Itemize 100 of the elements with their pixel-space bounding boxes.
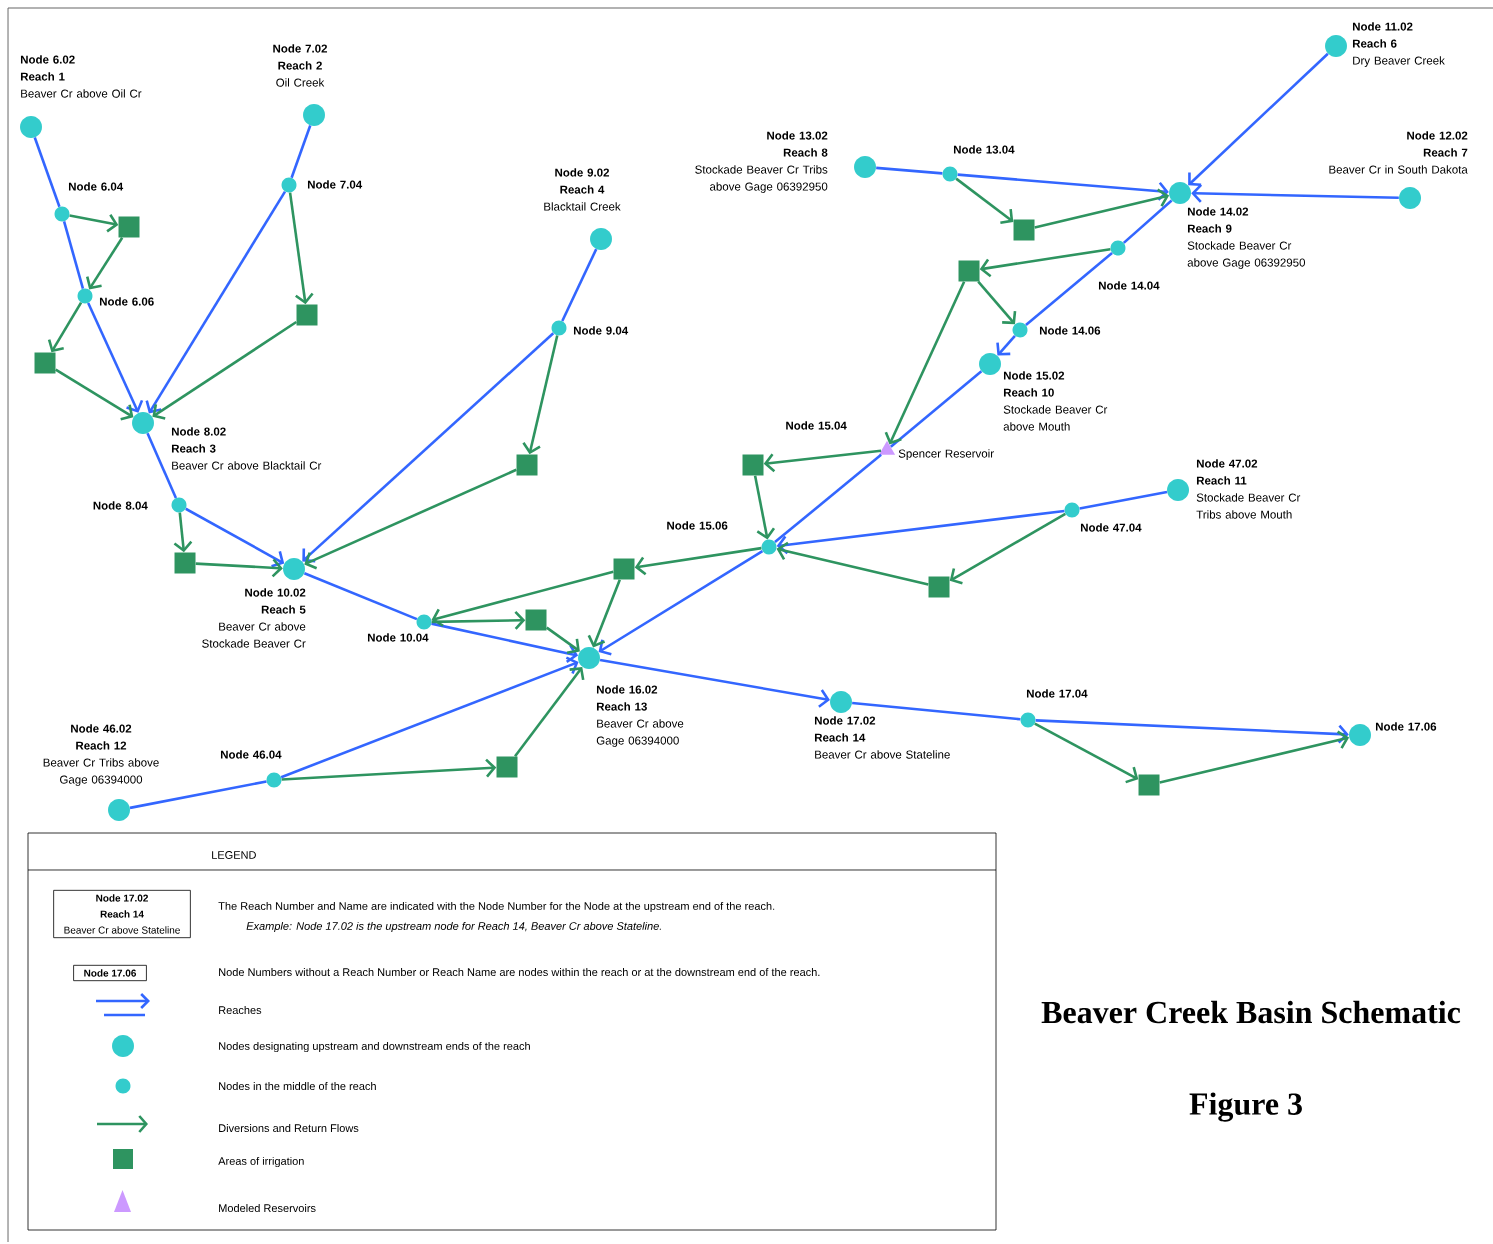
node-label: Reach 14 [815, 733, 866, 742]
diversion-arrow [431, 570, 614, 627]
diversion-arrow [431, 610, 526, 630]
legend-text: Diversions and Return Flows [219, 1123, 359, 1133]
node-label: Node 14.06 [1040, 326, 1101, 335]
node-label: Beaver Cr in South Dakota [1329, 165, 1468, 174]
node-label: Stockade Beaver Cr above Gage 06392950 [1187, 241, 1306, 269]
node-label: Node 13.02 [767, 131, 828, 140]
node-label: Beaver Cr Tribs above Gage 06394000 [43, 758, 159, 786]
diversion-arrow [545, 626, 580, 654]
reach-arrow [185, 507, 285, 568]
node-label: Oil Creek [276, 78, 325, 87]
figure-caption: Figure 3 [1189, 1092, 1302, 1122]
reach-arrow [280, 656, 579, 779]
diversion-arrow [47, 301, 83, 353]
irrigation-square [928, 576, 950, 598]
diversion-arrow [634, 546, 762, 576]
diversion-arrow [1034, 188, 1170, 229]
irrigation-square [958, 260, 980, 282]
node-label: Node 47.02 [1197, 459, 1258, 468]
diversion-arrow [55, 368, 134, 421]
diversion-arrow [763, 449, 882, 473]
diversion-arrow [884, 281, 966, 445]
diversion-arrow [281, 758, 497, 781]
diversion-arrow [776, 541, 929, 586]
node-label: Blacktail Creek [544, 202, 621, 211]
reach-arrow [599, 658, 830, 708]
diversion-arrow [86, 237, 124, 290]
diversion-arrow [753, 475, 776, 540]
node-label: Reach 2 [278, 61, 322, 70]
node-label: Beaver Cr above Gage 06394000 [596, 719, 684, 747]
diversion-arrow [514, 666, 585, 758]
node-label: Stockade Beaver Cr above Mouth [1003, 405, 1108, 431]
node-label: Stockade Beaver Cr Tribs above Mouth [1196, 493, 1301, 519]
diversion-arrow [955, 177, 1014, 225]
node-label: Node 15.04 [786, 421, 847, 430]
node-label: Reach 7 [1423, 148, 1468, 157]
legend-text: Node Numbers without a Reach Number or Reach Name are nodes within the reach or at the downstream end of the reach. [219, 967, 820, 977]
example-note: Example: Node 17.02 is the upstream node for Reach 14, Beaver Cr above Stateline. [246, 921, 661, 933]
node-label: Node 6.06 [100, 297, 154, 306]
reach-arrow [957, 173, 1169, 201]
reach-arrow [1035, 719, 1349, 744]
node-label: Reach 5 [261, 605, 306, 614]
title: Beaver Creek Basin Schematic [1041, 1000, 1461, 1024]
node-label: Reach 4 [560, 185, 605, 194]
irrigation-square [34, 352, 56, 374]
reach-arrow [302, 332, 555, 563]
node-label: Reach 12 [76, 741, 127, 750]
irrigation-square [174, 552, 196, 574]
irrigation-square [1138, 774, 1160, 796]
reach-arrow [1188, 52, 1329, 187]
diversion-arrow [979, 247, 1111, 278]
irrigation-square [296, 304, 318, 326]
legend-text: The Reach Number and Name are indicated with the Node Number for the Node at the upstream end of the reach. [218, 901, 775, 913]
node-label: Node 6.02 [21, 55, 75, 64]
node-label: Beaver Cr above Oil Cr [21, 89, 142, 98]
reach-arrow [1191, 184, 1399, 203]
node-label: Node 17.04 [1027, 689, 1088, 698]
node-label: Reach 1 [21, 72, 65, 81]
node-label: Spencer Reservoir [898, 449, 994, 460]
legend-sample-box: Node 17.02 Reach 14 Beaver Cr above Stateline [53, 889, 191, 939]
node-label: Reach 11 [1197, 476, 1247, 485]
irrigation-square [496, 756, 518, 778]
diversion-arrow [1034, 722, 1139, 784]
node-label: Node 13.04 [954, 145, 1015, 154]
node-label: Node 47.04 [1081, 523, 1142, 532]
node-label: Node 17.06 [1376, 722, 1437, 731]
node-label: Node 8.02 [172, 427, 226, 436]
node-label: Beaver Cr above Stateline [815, 750, 950, 759]
node-label: Reach 9 [1188, 224, 1232, 233]
node-label: Stockade Beaver Cr Tribs above Gage 06392950 [695, 165, 828, 193]
diversion-arrow [69, 214, 119, 233]
node-label: Node 7.02 [273, 44, 327, 53]
irrigation-square [118, 216, 140, 238]
node-label: Node 6.04 [69, 182, 124, 191]
node-label: Node 16.02 [597, 685, 658, 694]
node-label: Node 11.02 [1353, 22, 1413, 31]
irrigation-square [525, 609, 547, 631]
reach-arrow [996, 334, 1016, 356]
reach-arrow [145, 190, 287, 414]
node-label: Reach 10 [1004, 388, 1054, 397]
node-label: Node 10.04 [368, 633, 429, 642]
node-label: Node 9.02 [555, 168, 609, 177]
legend-text: Nodes designating upstream and downstream ends of the reach [219, 1041, 530, 1053]
diversion-arrow [152, 320, 298, 420]
legend-text: Modeled Reservoirs [219, 1203, 316, 1213]
node-label: Node 46.02 [71, 724, 132, 733]
diversion-arrow [304, 468, 517, 570]
diversion-arrow [1159, 730, 1350, 784]
diversion-arrow [288, 192, 314, 305]
diversion-arrow [977, 280, 1017, 325]
node-label: Node 14.04 [1099, 281, 1160, 290]
irrigation-square [516, 454, 538, 476]
diversion-arrow [173, 512, 193, 553]
node-label: Beaver Cr above Stockade Beaver Cr [202, 622, 306, 648]
node-label: Reach 13 [597, 702, 647, 711]
node-label: Node 17.02 [815, 716, 876, 725]
node-label: Reach 3 [172, 444, 216, 453]
legend-text: Nodes in the middle of the reach [219, 1081, 376, 1091]
legend-heading: LEGEND [212, 851, 256, 859]
